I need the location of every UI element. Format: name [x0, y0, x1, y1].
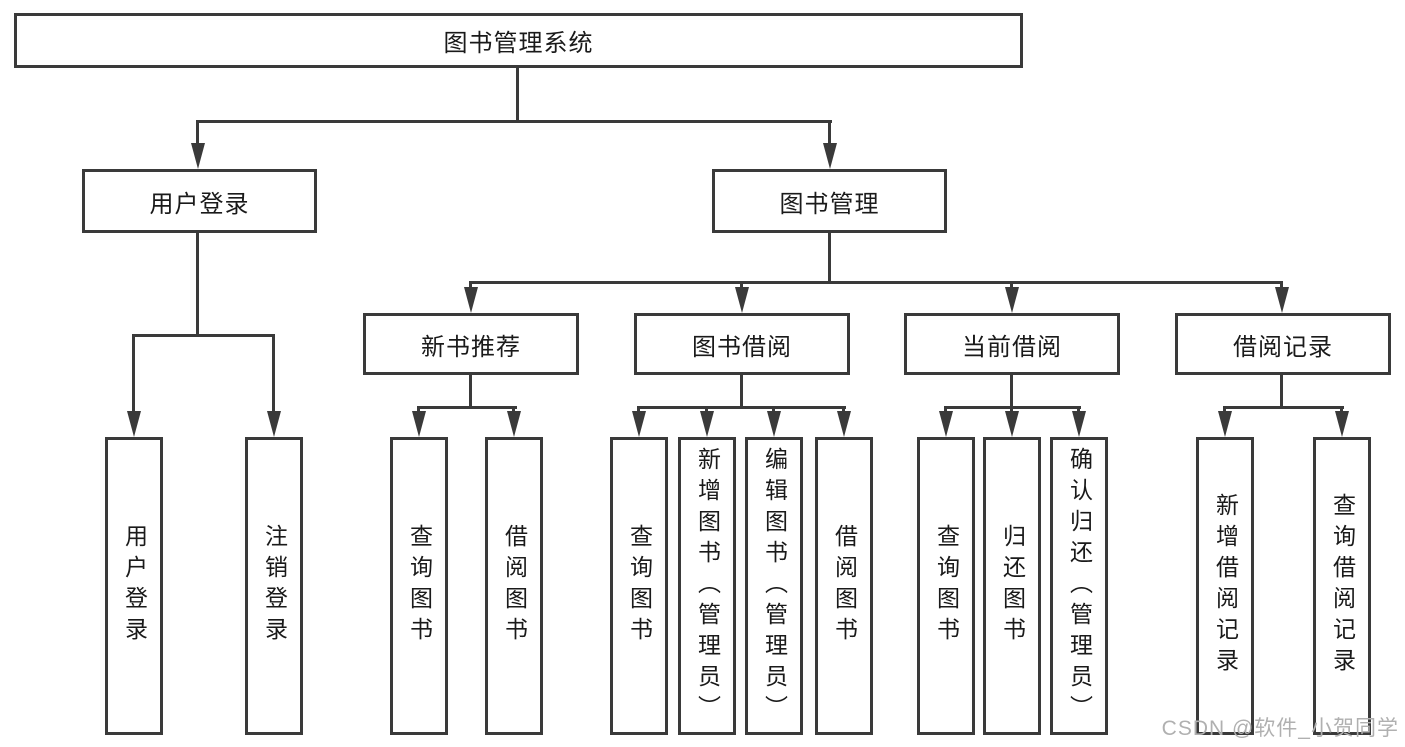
leaf-recommend-query-books: 查询图书	[390, 437, 448, 735]
connector-line	[740, 375, 743, 409]
connector-line	[196, 120, 199, 150]
arrow-down-icon	[823, 143, 837, 169]
arrow-down-icon	[632, 411, 646, 437]
leaf-records-add-record: 新增借阅记录	[1196, 437, 1254, 735]
arrow-down-icon	[127, 411, 141, 437]
arrow-down-icon	[464, 287, 478, 313]
connector-line	[469, 281, 1283, 284]
arrow-down-icon	[767, 411, 781, 437]
arrow-down-icon	[267, 411, 281, 437]
connector-line	[132, 334, 275, 337]
arrow-down-icon	[507, 411, 521, 437]
arrow-down-icon	[837, 411, 851, 437]
connector-line	[828, 233, 831, 283]
connector-line	[469, 375, 472, 409]
arrow-down-icon	[1275, 287, 1289, 313]
connector-line	[272, 334, 275, 419]
arrow-down-icon	[1072, 411, 1086, 437]
connector-line	[1010, 375, 1013, 409]
node-label: 用户登录	[149, 190, 250, 218]
node-new-book-recommend: 新书推荐	[363, 313, 579, 375]
arrow-down-icon	[1005, 411, 1019, 437]
connector-line	[132, 334, 135, 419]
leaf-borrow-borrow-books: 借阅图书	[815, 437, 873, 735]
leaf-current-confirm-return-admin: 确认归还（管理员）	[1050, 437, 1108, 735]
node-user-login: 用户登录	[82, 169, 317, 233]
arrow-down-icon	[1335, 411, 1349, 437]
connector-line	[417, 406, 517, 409]
leaf-recommend-borrow-books: 借阅图书	[485, 437, 543, 735]
csdn-watermark: CSDN @软件_小贺同学	[1161, 717, 1399, 740]
node-book-management: 图书管理	[712, 169, 947, 233]
leaf-label: 确认归还（管理员）	[1066, 446, 1093, 726]
leaf-borrow-add-books-admin: 新增图书（管理员）	[678, 437, 736, 735]
node-current-borrow: 当前借阅	[904, 313, 1120, 375]
leaf-label: 查询借阅记录	[1329, 493, 1356, 679]
leaf-label: 借阅图书	[831, 524, 858, 648]
leaf-label: 编辑图书（管理员）	[761, 446, 788, 726]
connector-line	[637, 406, 846, 409]
connector-line	[196, 233, 199, 337]
arrow-down-icon	[735, 287, 749, 313]
leaf-label: 注销登录	[261, 524, 288, 648]
arrow-down-icon	[412, 411, 426, 437]
connector-line	[1280, 375, 1283, 409]
leaf-label: 用户登录	[121, 524, 148, 648]
leaf-label: 借阅图书	[501, 524, 528, 648]
arrow-down-icon	[1218, 411, 1232, 437]
connector-line	[828, 120, 831, 150]
leaf-current-return-books: 归还图书	[983, 437, 1041, 735]
node-label: 当前借阅	[962, 333, 1062, 361]
node-label: 图书管理系统	[443, 30, 594, 57]
arrow-down-icon	[939, 411, 953, 437]
node-book-borrow: 图书借阅	[634, 313, 850, 375]
leaf-borrow-edit-books-admin: 编辑图书（管理员）	[745, 437, 803, 735]
leaf-current-query-books: 查询图书	[917, 437, 975, 735]
leaf-label: 查询图书	[406, 524, 433, 648]
node-root-system: 图书管理系统	[14, 13, 1023, 68]
leaf-label: 查询图书	[933, 524, 960, 648]
leaf-label: 归还图书	[999, 524, 1026, 648]
connector-line	[516, 68, 519, 122]
leaf-borrow-query-books: 查询图书	[610, 437, 668, 735]
leaf-label: 新增借阅记录	[1212, 493, 1239, 679]
leaf-label: 新增图书（管理员）	[694, 446, 721, 726]
node-label: 图书借阅	[692, 333, 792, 361]
arrow-down-icon	[700, 411, 714, 437]
leaf-user-login: 用户登录	[105, 437, 163, 735]
leaf-records-query-record: 查询借阅记录	[1313, 437, 1371, 735]
connector-line	[196, 120, 832, 123]
leaf-label: 查询图书	[626, 524, 653, 648]
arrow-down-icon	[191, 143, 205, 169]
node-borrow-records: 借阅记录	[1175, 313, 1391, 375]
node-label: 图书管理	[779, 190, 880, 218]
leaf-logout: 注销登录	[245, 437, 303, 735]
arrow-down-icon	[1005, 287, 1019, 313]
node-label: 新书推荐	[421, 333, 521, 361]
connector-line	[1223, 406, 1344, 409]
node-label: 借阅记录	[1233, 333, 1333, 361]
